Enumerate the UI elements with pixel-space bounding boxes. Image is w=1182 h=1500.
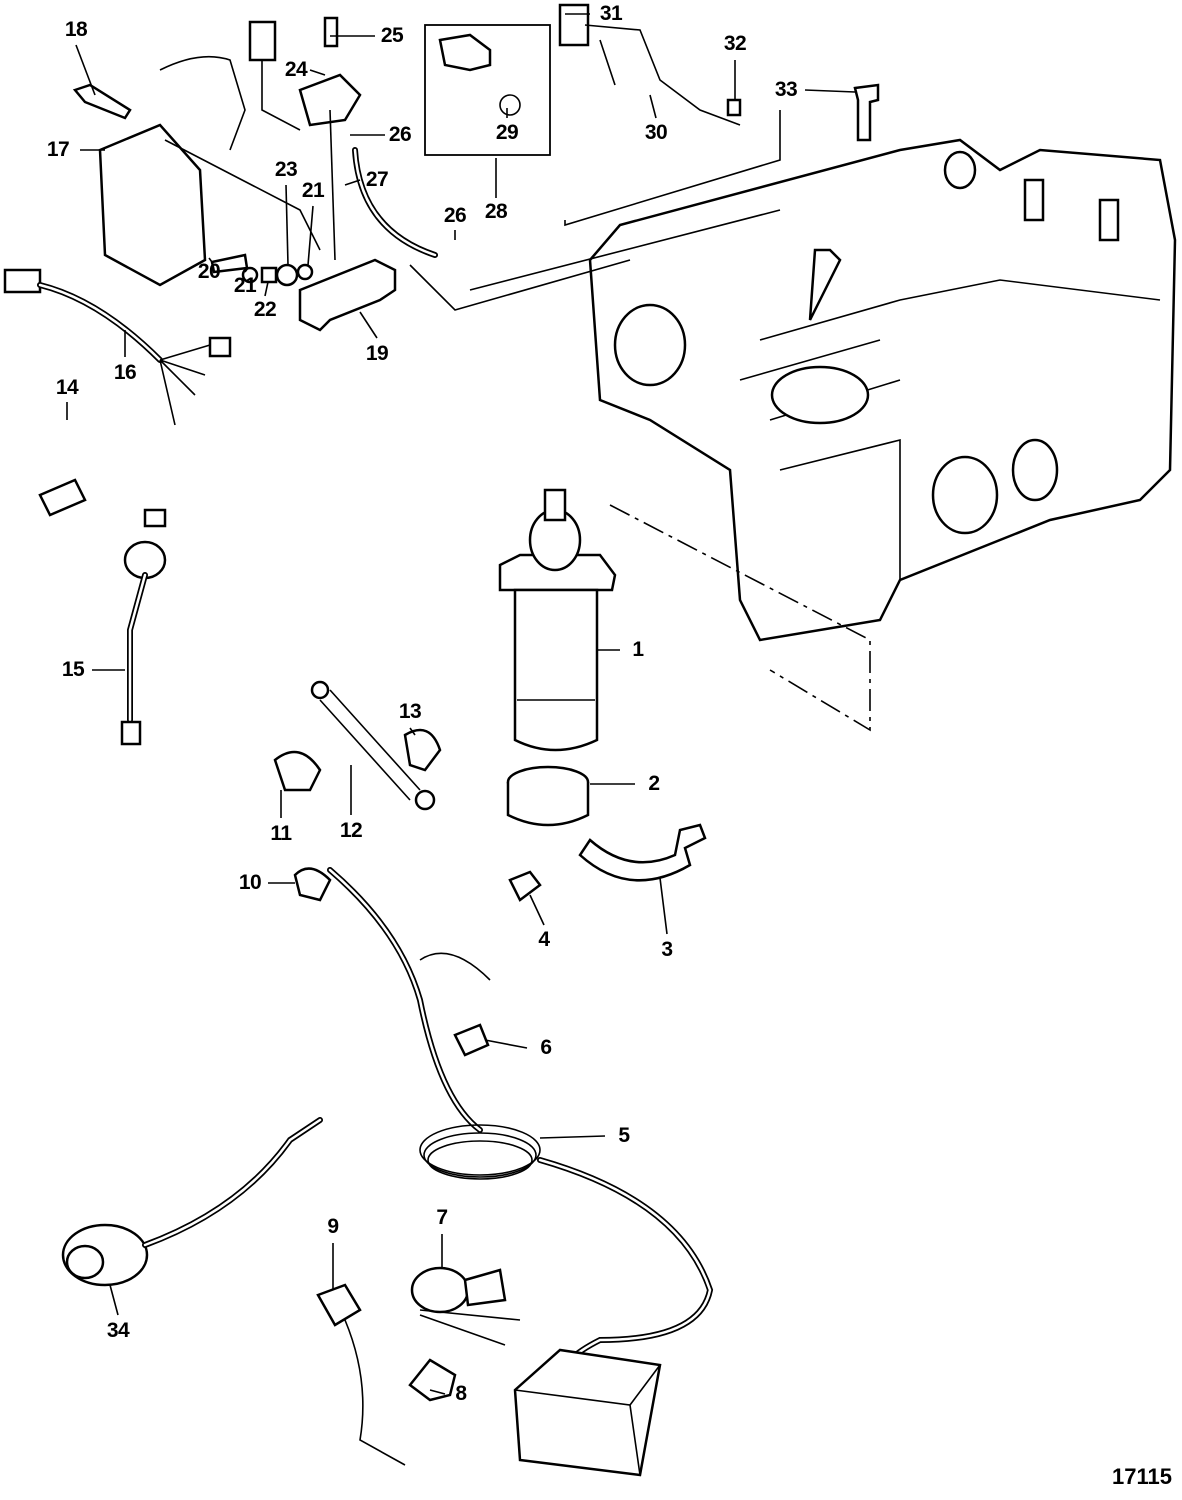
callout-1: 1 — [632, 638, 644, 661]
callout-2: 2 — [648, 772, 660, 795]
battery — [513, 1348, 662, 1477]
callout-23: 23 — [274, 158, 298, 181]
regulator — [98, 123, 207, 287]
callout-26: 26 — [443, 204, 467, 227]
callout-24: 24 — [284, 58, 308, 81]
callout-6: 6 — [540, 1036, 552, 1059]
callout-10: 10 — [238, 871, 262, 894]
leader-line — [359, 311, 378, 339]
callout-34: 34 — [106, 1319, 130, 1342]
callout-22: 22 — [253, 298, 277, 321]
leader-line — [264, 281, 269, 297]
callout-18: 18 — [64, 18, 88, 41]
engine-block — [588, 138, 1177, 642]
callout-17: 17 — [46, 138, 70, 161]
leader-line — [75, 44, 96, 96]
callout-27: 27 — [365, 168, 389, 191]
callout-32: 32 — [723, 32, 747, 55]
callout-26: 26 — [388, 123, 412, 146]
callout-21: 21 — [233, 274, 257, 297]
callout-19: 19 — [365, 342, 389, 365]
callout-25: 25 — [380, 24, 404, 47]
callout-8: 8 — [455, 1382, 467, 1405]
callout-29: 29 — [495, 121, 519, 144]
callout-21: 21 — [301, 179, 325, 202]
leader-line — [429, 1389, 446, 1395]
callout-15: 15 — [61, 658, 85, 681]
callout-14: 14 — [55, 376, 79, 399]
leader-line — [309, 69, 326, 76]
leader-line — [409, 727, 416, 736]
callout-7: 7 — [436, 1206, 448, 1229]
leader-line — [285, 184, 289, 266]
callout-33: 33 — [774, 78, 798, 101]
figure-id: 17115 — [1112, 1464, 1172, 1489]
leader-line — [649, 94, 657, 119]
callout-30: 30 — [644, 121, 668, 144]
callout-20: 20 — [197, 260, 221, 283]
callout-5: 5 — [618, 1124, 630, 1147]
leader-line — [484, 1039, 528, 1049]
callout-3: 3 — [661, 938, 673, 961]
callout-4: 4 — [538, 928, 550, 951]
leader-line — [208, 257, 213, 263]
callout-11: 11 — [270, 822, 292, 845]
leader-line — [307, 205, 314, 266]
callout-13: 13 — [398, 700, 422, 723]
callout-12: 12 — [339, 819, 363, 842]
callout-28: 28 — [484, 200, 508, 223]
leader-line — [244, 267, 249, 273]
callout-31: 31 — [599, 2, 623, 25]
leader-line — [344, 179, 361, 186]
leader-line — [539, 1135, 606, 1139]
callout-16: 16 — [113, 361, 137, 384]
starter-motor — [498, 488, 617, 752]
callout-9: 9 — [327, 1215, 339, 1238]
leader-line — [109, 1284, 119, 1316]
leader-line — [804, 89, 856, 93]
leader-line — [529, 894, 545, 926]
leader-line — [659, 877, 668, 935]
